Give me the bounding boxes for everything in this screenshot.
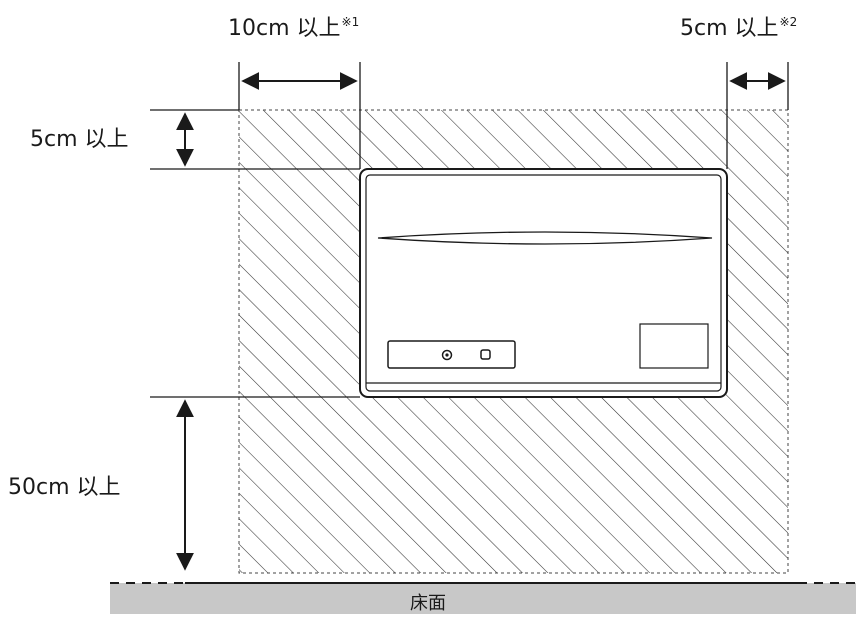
- unit-power-icon: [441, 349, 453, 361]
- label-right-clearance-note: ※2: [779, 15, 798, 29]
- label-right-clearance-value: 5cm 以上: [680, 16, 779, 41]
- unit-button-icon: [480, 349, 491, 360]
- label-top-clearance: 5cm 以上: [30, 129, 129, 151]
- dimension-bottom-clearance: [150, 396, 360, 571]
- label-top-clearance-value: 5cm 以上: [30, 127, 129, 152]
- label-left-clearance: 10cm 以上※1: [228, 15, 360, 41]
- unit: [359, 168, 728, 398]
- dimension-top-clearance: [150, 109, 360, 170]
- unit-label-plate: [639, 323, 709, 369]
- label-bottom-clearance: 50cm 以上: [8, 477, 121, 499]
- label-left-clearance-value: 10cm 以上: [228, 16, 341, 41]
- unit-slot: [377, 231, 713, 245]
- floor-label: 床面: [410, 593, 446, 614]
- dimension-left-clearance: [238, 62, 361, 169]
- label-bottom-clearance-value: 50cm 以上: [8, 475, 121, 500]
- clearance-zone-border: [238, 109, 789, 574]
- floor-bar: [110, 583, 856, 614]
- dimension-right-clearance: [726, 62, 789, 169]
- label-left-clearance-note: ※1: [341, 15, 360, 29]
- label-right-clearance: 5cm 以上※2: [680, 15, 798, 41]
